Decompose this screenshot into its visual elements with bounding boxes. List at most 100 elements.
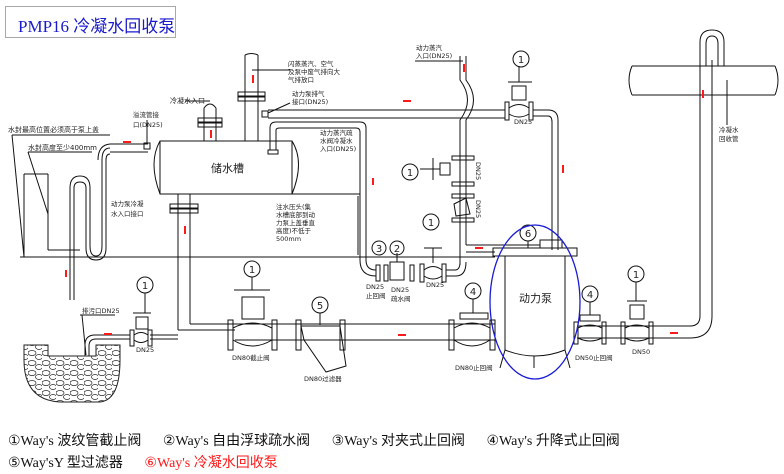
marker-text: 1 <box>407 168 413 179</box>
dn80-globe-valve <box>227 289 278 351</box>
head-label: 高度)不低于 <box>276 226 312 235</box>
flow-arrow-left <box>104 333 112 335</box>
motive-steam-label: 动力蒸汽 <box>416 43 443 52</box>
trap-condensate-label: 入口(DN25) <box>320 145 356 153</box>
legend-item: ⑤Way'sY 型过滤器 <box>8 456 123 471</box>
water-seal-loop <box>69 143 148 300</box>
water-seal-height-label: 水封高度至少400mm <box>28 143 97 152</box>
power-pump-body <box>492 239 578 369</box>
flow-arrow-right <box>670 332 678 334</box>
drain-pit <box>23 344 121 403</box>
dn50-globe-valve <box>620 300 654 345</box>
flow-arrow-left <box>123 141 131 143</box>
pump-inlet-label: 动力泵冷凝 <box>111 199 144 208</box>
legend-row-1: ①Way's 波纹管截止阀 ②Way's 自由浮球疏水阀 ③Way's 对夹式止… <box>8 430 638 450</box>
head-label: 500mm <box>276 235 301 243</box>
return-header <box>628 29 779 125</box>
pump-exhaust-label: 动力泵排气 <box>292 89 325 98</box>
marker-text: 1 <box>633 270 639 281</box>
tank-outlet-pipe <box>169 194 235 331</box>
vent-stack <box>237 53 290 141</box>
tank-label: 储水槽 <box>211 161 244 175</box>
flow-arrow-down <box>184 226 186 234</box>
diagram-title: PMP16 冷凝水回收泵 <box>18 17 176 36</box>
marker-3-check <box>371 240 387 256</box>
flow-arrow-up <box>702 90 704 98</box>
marker-text: 6 <box>525 229 531 240</box>
water-seal-max-label: 水封最高位置必须高于泵上盖 <box>8 125 99 134</box>
title-box: PMP16 冷凝水回收泵 <box>5 6 176 38</box>
flow-arrow-right <box>398 334 406 336</box>
size-label: 止回阀 <box>366 291 386 300</box>
marker-1-side-valve <box>401 163 419 181</box>
flow-arrow-right <box>475 247 483 249</box>
dn80-check-valve <box>448 312 496 351</box>
trap-condensate-pipe <box>267 121 377 277</box>
trap-condensate-label: 动力蒸汽疏 <box>320 128 353 137</box>
flow-arrow-down <box>463 64 465 72</box>
pump-exhaust-port <box>261 110 269 118</box>
marker-text: 1 <box>249 265 255 276</box>
legend-item: ①Way's 波纹管截止阀 <box>8 434 142 449</box>
marker-1-top-valve <box>512 50 530 68</box>
size-label: DN25 <box>366 283 384 291</box>
top-globe-valve <box>468 66 559 250</box>
pump-highlight-ellipse <box>489 224 581 380</box>
flow-arrow-left <box>403 100 411 102</box>
drain-line <box>80 314 178 356</box>
marker-2-trap <box>389 240 405 256</box>
size-label: DN25 <box>391 286 409 294</box>
overflow-label: 溢流管接 <box>133 110 160 119</box>
trap-condensate-label: 水阀冷凝水 <box>320 136 353 145</box>
head-label: 注水压头(集 <box>276 202 312 211</box>
legend-item: ③Way's 对夹式止回阀 <box>331 434 465 449</box>
drain-port-label: 排污口DN25 <box>82 306 120 315</box>
motive-steam-pipe <box>415 56 474 150</box>
marker-text: 1 <box>142 281 148 292</box>
marker-text: 1 <box>518 55 524 66</box>
head-label: 力泵上盖垂直 <box>276 218 316 227</box>
flow-arrow-down <box>210 130 212 138</box>
legend-item: ④Way's 升降式止回阀 <box>486 434 620 449</box>
marker-text: 1 <box>428 218 434 229</box>
flash-vent-label: 及泵中废气排向大 <box>288 67 341 76</box>
flow-arrows <box>65 64 704 336</box>
condensate-inlet-label: 冷凝水入口 <box>170 96 205 105</box>
size-label: DN80过滤器 <box>304 374 342 383</box>
legend-item-highlight: ⑥Way's 冷凝水回收泵 <box>144 456 278 471</box>
size-label: DN25 <box>426 281 444 289</box>
size-label: DN50止回阀 <box>575 353 613 362</box>
flow-arrow-up <box>252 75 254 83</box>
flash-vent-label: 气排放口 <box>288 75 314 84</box>
flow-arrow-up <box>562 165 564 173</box>
size-label: DN25 <box>474 162 482 180</box>
size-label: DN25 <box>136 346 154 354</box>
head-label: 水槽底部到动 <box>276 210 316 219</box>
motive-steam-label: 入口(DN25) <box>416 52 452 60</box>
flow-arrow-up <box>372 178 374 185</box>
side-globe-valve <box>420 155 475 223</box>
valve-group-dn25-inlet <box>375 247 467 283</box>
return-pipe-label: 冷凝水 <box>719 125 739 134</box>
pump-inlet-label: 水入口接口 <box>111 209 144 218</box>
condensate-inlet-pipe <box>185 100 223 141</box>
legend-item: ②Way's 自由浮球疏水阀 <box>162 434 311 449</box>
water-seal-dimension <box>11 134 110 258</box>
marker-text: 4 <box>470 287 476 298</box>
flash-vent-label: 闪蒸蒸汽、空气 <box>288 59 334 68</box>
return-riser <box>689 60 701 327</box>
marker-text: 4 <box>587 290 593 301</box>
dn80-strainer <box>295 319 347 373</box>
size-label: DN25 <box>474 200 482 218</box>
overflow-label: 口(DN25) <box>133 121 163 129</box>
flow-arrow-down <box>65 270 67 277</box>
legend-row-2: ⑤Way'sY 型过滤器 ⑥Way's 冷凝水回收泵 <box>8 452 296 472</box>
drain-valve <box>129 312 153 347</box>
marker-1-dn25-valve <box>422 213 440 231</box>
return-pipe-label: 回收管 <box>719 134 739 143</box>
marker-text: 5 <box>317 301 323 312</box>
size-label: DN80止回阀 <box>455 363 493 372</box>
pump-label: 动力泵 <box>519 292 552 305</box>
pump-exhaust-label: 接口(DN25) <box>292 97 328 106</box>
